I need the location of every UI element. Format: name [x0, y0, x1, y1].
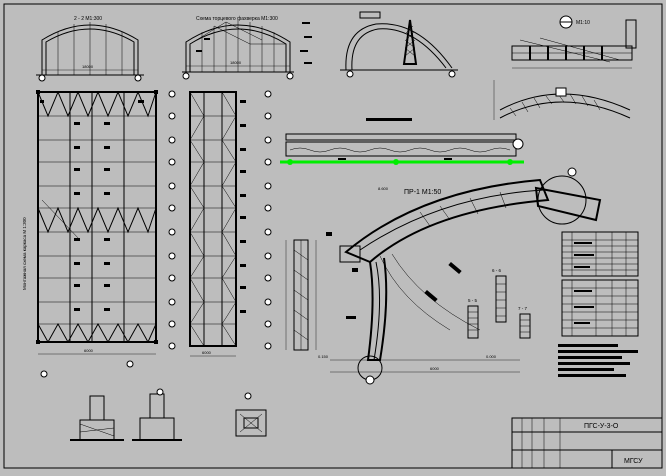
dim-18000-a: 18000: [82, 64, 94, 69]
section-6-6-title: 6 - 6: [492, 268, 502, 273]
section-7-7-title: 7 - 7: [518, 306, 528, 311]
elev-mid: 0.150: [318, 354, 329, 359]
section-5-5-title: 5 - 5: [468, 298, 478, 303]
elev-bot: 0.000: [486, 354, 497, 359]
node-detail-view: М1:10: [493, 15, 637, 120]
small-sections-view: 5 - 5 6 - 6 7 - 7: [467, 268, 531, 339]
elev-top: 8.600: [378, 186, 389, 191]
rib-title: ПР-1 М1:50: [404, 189, 441, 196]
section-2-2-view: 2 - 2 М1:300 18000: [36, 16, 144, 82]
scale-label: М1:10: [576, 20, 590, 26]
bracing-dim: 6000: [202, 350, 212, 355]
axis-bubbles-right: [264, 90, 272, 350]
stamp-org: МГСУ: [624, 458, 643, 465]
roof-panel-view: [280, 118, 524, 165]
spec-tables: [558, 231, 639, 377]
section-2-2-title: 2 - 2 М1:300: [74, 16, 102, 22]
foundation-details: [70, 388, 267, 441]
rib-dim: 6000: [430, 366, 440, 371]
plan-vertical-label: Монтажная схема каркаса М 1:300: [22, 217, 27, 290]
arch-detail-view: [340, 11, 458, 78]
arch-rib-view: ПР-1 М1:50 8.600 0.150 0.000 6000: [318, 167, 602, 385]
bracing-plan-view: 6000: [189, 91, 246, 357]
column-detail-view: [285, 239, 317, 351]
plan-dim: 6000: [84, 348, 94, 353]
facade-scheme-view: Схема торцевого фахверка М1:300 18000: [182, 16, 312, 80]
frame-plan-view: 6000 Монтажная схема каркаса М 1:300: [22, 90, 158, 378]
facade-title: Схема торцевого фахверка М1:300: [196, 16, 278, 22]
title-block[interactable]: ПГС-У-3-О МГСУ: [511, 417, 663, 469]
sheet-frame: [3, 3, 663, 469]
dim-18000-b: 18000: [230, 60, 242, 65]
axis-bubbles-left: [168, 90, 176, 350]
stamp-code: ПГС-У-3-О: [584, 423, 619, 430]
